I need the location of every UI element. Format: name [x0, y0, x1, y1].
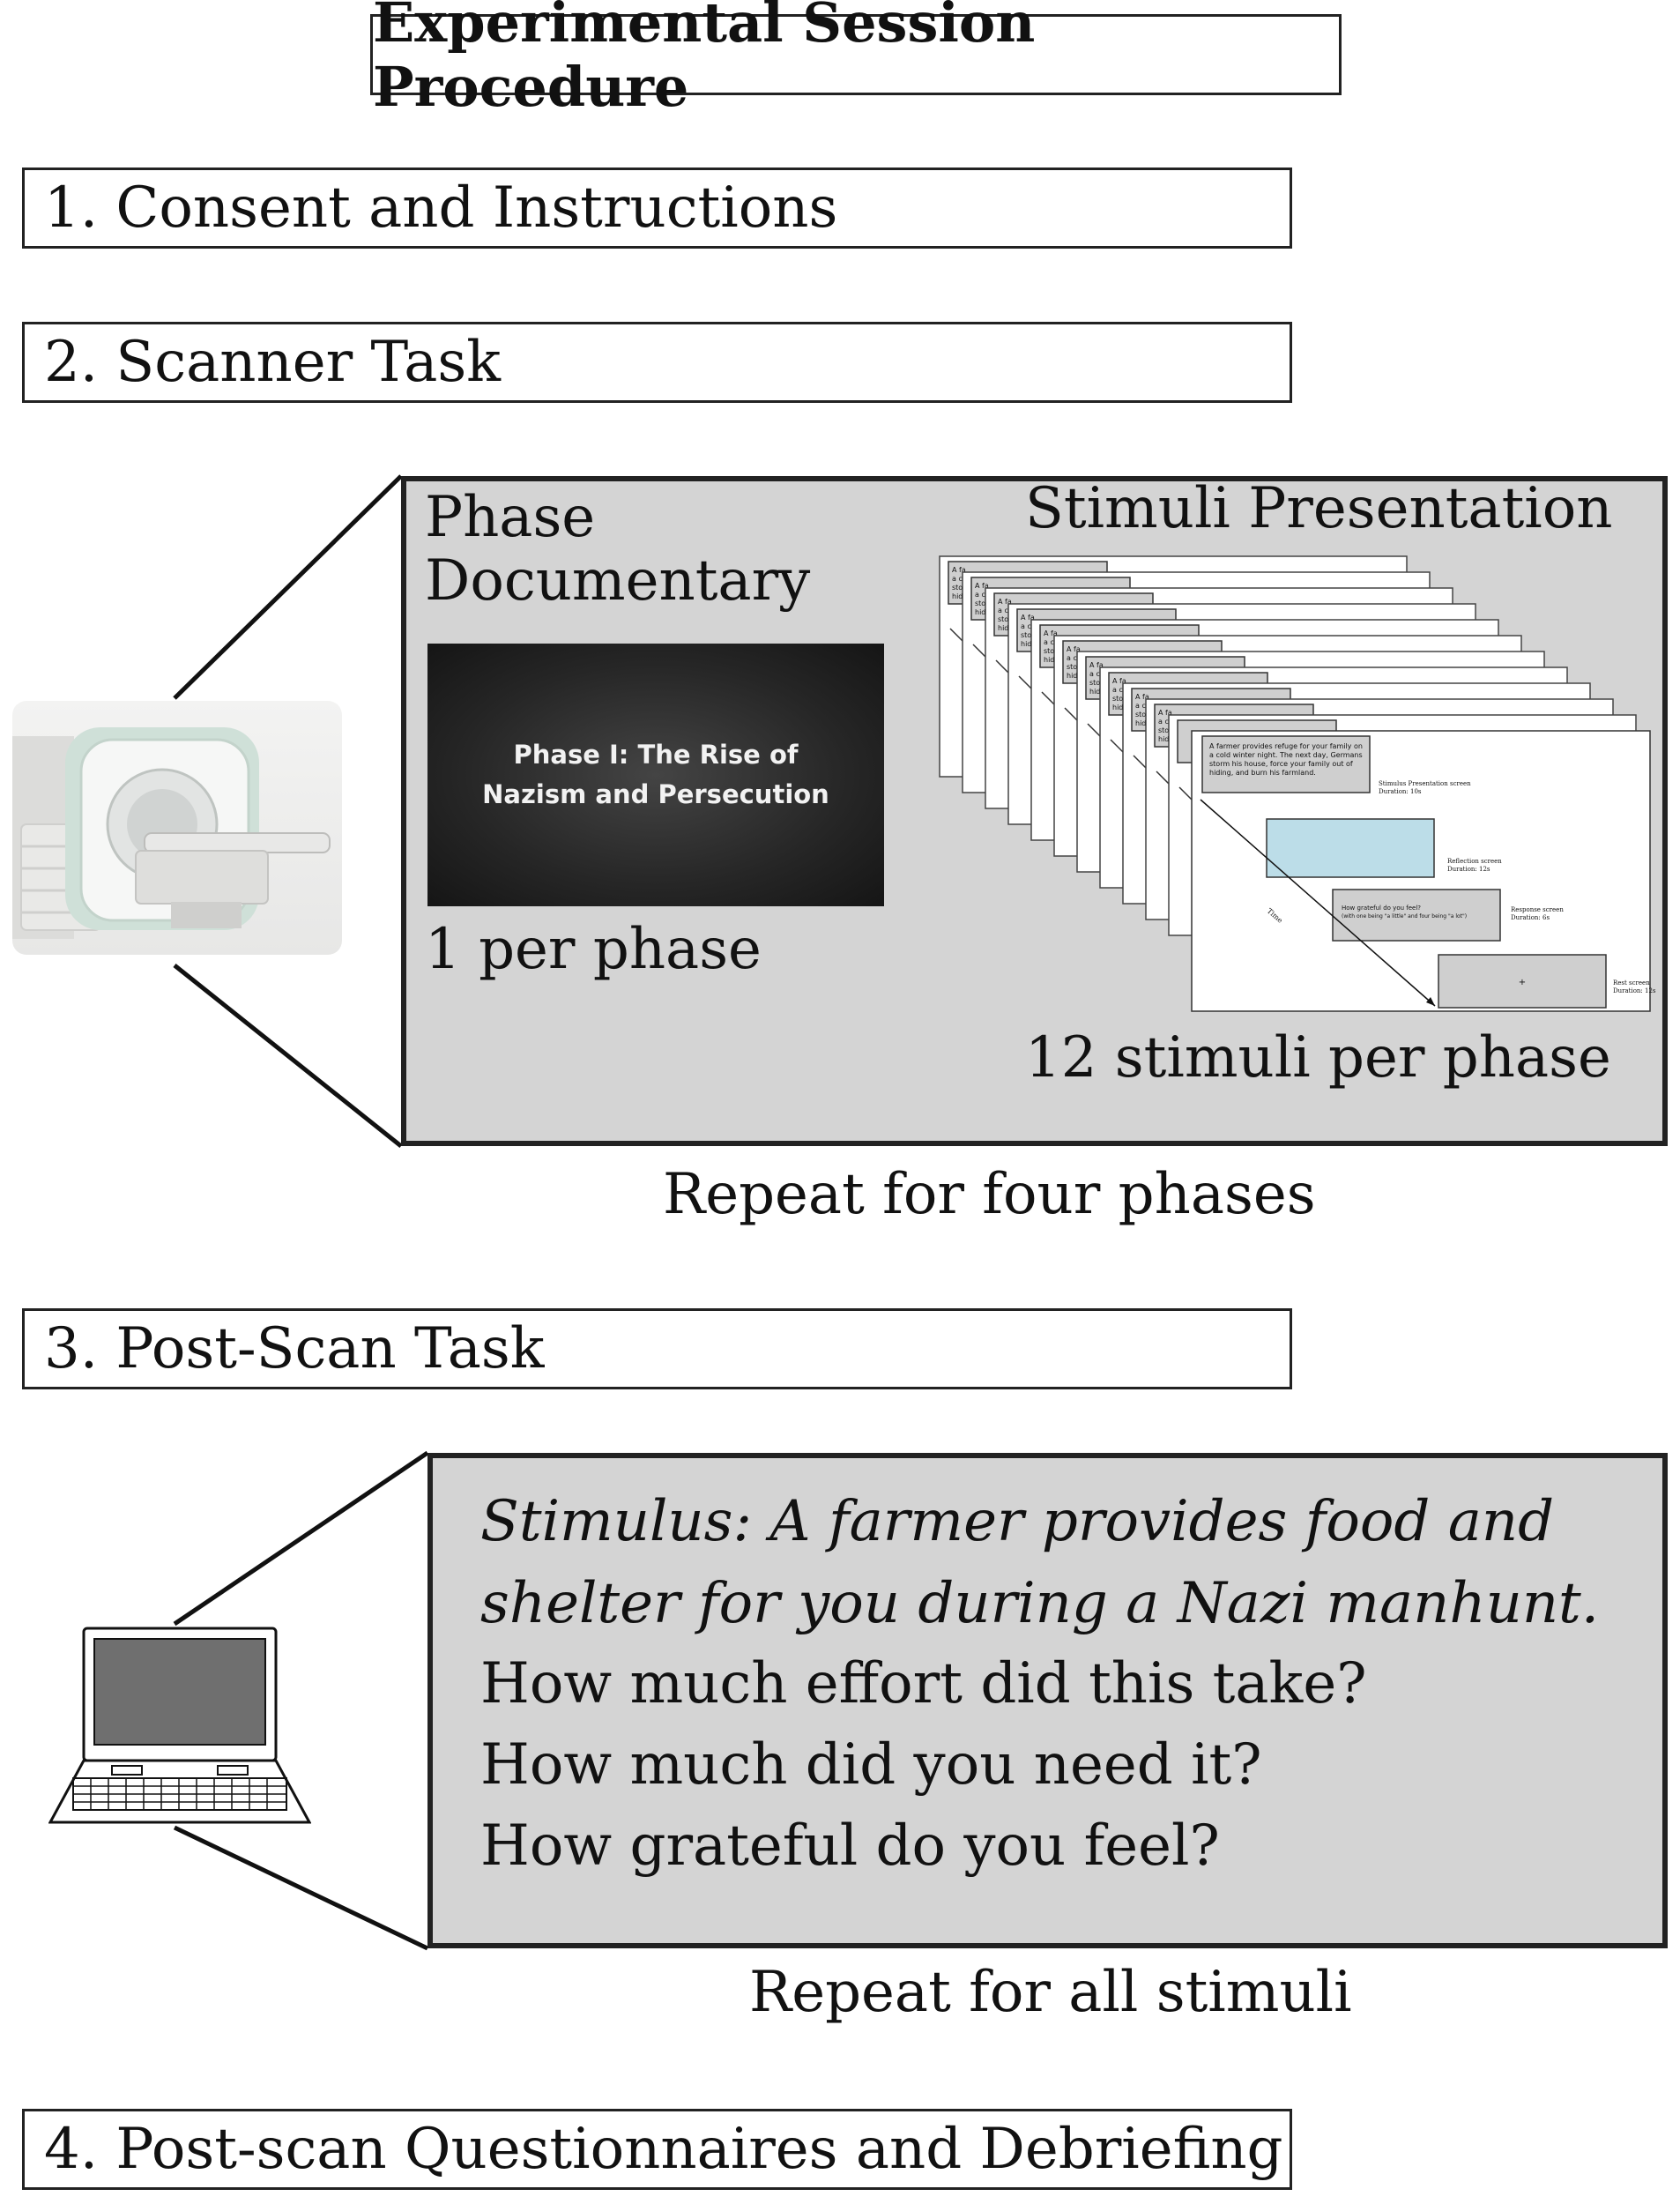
stimulus-screen-label: Stimulus Presentation screen [1379, 780, 1471, 787]
response-screen [1332, 889, 1501, 942]
rest-duration: Duration: 12s [1613, 987, 1656, 994]
step-post-scan-task: 3. Post-Scan Task [22, 1308, 1292, 1389]
response-duration: Duration: 6s [1511, 914, 1550, 921]
stimulus-screen [1201, 735, 1371, 793]
per-phase-label: 1 per phase [425, 917, 762, 982]
stack-card-front: A farmer provides refuge for your family… [1191, 730, 1656, 1012]
reflection-screen [1266, 818, 1435, 878]
response-label: Response screen [1511, 906, 1564, 913]
rest-label: Rest screen [1613, 979, 1650, 987]
stimuli-count-label: 12 stimuli per phase [1025, 1025, 1611, 1091]
mri-scanner-icon [12, 701, 342, 955]
response-scale: (with one being "a little" and four bein… [1342, 913, 1467, 920]
question-effort: How much effort did this take? [480, 1651, 1367, 1716]
laptop-connector-bottom [173, 1825, 429, 1951]
stimulus-duration: Duration: 10s [1379, 788, 1422, 795]
repeat-all-stimuli-label: Repeat for all stimuli [749, 1960, 1352, 2025]
postscan-stimulus-text: Stimulus: A farmer provides food and she… [480, 1489, 1600, 1636]
stimulus-screen-text: A farmer provides refuge for your family… [1209, 742, 1364, 777]
rest-screen [1438, 954, 1607, 1009]
time-arrow [1200, 799, 1436, 1007]
rest-fixation: + [1519, 978, 1526, 987]
step-questionnaires-debriefing: 4. Post-scan Questionnaires and Debriefi… [22, 2109, 1292, 2190]
phase-documentary-label: Phase Documentary [425, 485, 811, 614]
question-grateful: How grateful do you feel? [480, 1813, 1220, 1879]
reflection-label: Reflection screen [1447, 858, 1502, 865]
scanner-connector-bottom [173, 964, 403, 1148]
repeat-four-phases-label: Repeat for four phases [663, 1162, 1316, 1227]
question-need: How much did you need it? [480, 1732, 1262, 1798]
post-scan-panel [427, 1453, 1668, 1948]
scanner-connector-top [173, 474, 403, 700]
stimuli-presentation-title: Stimuli Presentation [1025, 476, 1613, 541]
time-arrowhead [1426, 997, 1435, 1006]
step-scanner-task: 2. Scanner Task [22, 322, 1292, 403]
laptop-connector-top [173, 1450, 429, 1627]
documentary-slide: Phase I: The Rise of Nazism and Persecut… [427, 644, 884, 906]
documentary-slide-text: Phase I: The Rise of Nazism and Persecut… [482, 740, 829, 809]
step-consent-instructions: 1. Consent and Instructions [22, 168, 1292, 249]
response-question: How grateful do you feel? [1342, 905, 1421, 912]
reflection-duration: Duration: 12s [1447, 866, 1490, 873]
laptop-icon [48, 1627, 312, 1828]
